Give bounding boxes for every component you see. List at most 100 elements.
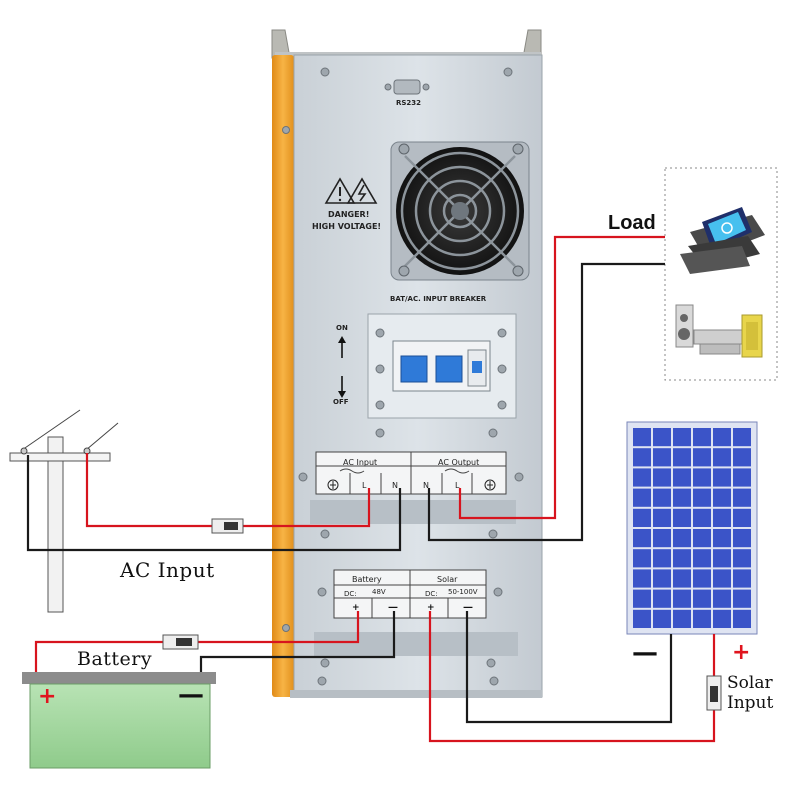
battery-unit: [22, 672, 216, 769]
solar-dc-label: DC:: [425, 590, 438, 598]
breaker-switch-ac[interactable]: [435, 355, 463, 383]
battery-label: Battery: [77, 648, 153, 670]
battery-terminal-negative: —: [388, 602, 398, 613]
solar-cell: [733, 569, 751, 588]
ac-input-neutral-wire: [26, 455, 402, 552]
solar-cell: [653, 508, 671, 527]
terminal-l-output: L: [455, 481, 460, 490]
danger-label: DANGER!: [328, 210, 370, 219]
solar-cell: [633, 468, 651, 487]
battery-positive-sign: +: [38, 684, 57, 709]
solar-cell: [693, 428, 711, 447]
solar-cell: [673, 589, 691, 608]
solar-cell: [633, 428, 651, 447]
breaker-title: BAT/AC. INPUT BREAKER: [390, 295, 487, 303]
terminal-n-output: N: [423, 481, 429, 490]
ac-input-label: AC Input: [120, 558, 215, 582]
ac-output-terminal-label: AC Output: [438, 458, 480, 467]
solar-cell: [673, 529, 691, 548]
solar-cell: [673, 549, 691, 568]
solar-cell: [633, 529, 651, 548]
terminal-n-input: N: [392, 481, 398, 490]
solar-cell: [673, 488, 691, 507]
solar-cell: [633, 488, 651, 507]
breaker-switch-battery[interactable]: [400, 355, 428, 383]
warning-triangle-icon: [324, 177, 356, 204]
solar-cell: [633, 448, 651, 467]
battery-positive-wire-2: [198, 611, 360, 644]
ac-input-live-wire-2: [243, 488, 371, 528]
computer-monitor-icon: [680, 207, 765, 274]
battery-dc-label: DC:: [344, 590, 357, 598]
solar-cell: [653, 468, 671, 487]
solar-cell: [693, 468, 711, 487]
ac-input-fuse[interactable]: [211, 518, 244, 534]
solar-cell: [693, 569, 711, 588]
dc-terminal-block: [314, 569, 518, 656]
high-voltage-label: HIGH VOLTAGE!: [312, 222, 382, 231]
battery-terminal-positive: +: [352, 603, 360, 613]
solar-cell: [733, 468, 751, 487]
solar-cell: [693, 448, 711, 467]
solar-terminal-positive: +: [427, 603, 435, 613]
battery-voltage: 48V: [372, 588, 386, 596]
solar-cell: [673, 468, 691, 487]
solar-cell: [633, 508, 651, 527]
solar-fuse[interactable]: [706, 675, 722, 711]
solar-voltage: 50-100V: [448, 588, 478, 596]
solar-input-label-line2: Input: [727, 693, 774, 713]
solar-cell: [673, 569, 691, 588]
load-devices: [664, 167, 778, 381]
input-breaker: [338, 313, 517, 438]
terminal-l-input: L: [362, 481, 367, 490]
solar-negative-wire: [465, 611, 673, 724]
solar-terminal-label: Solar: [437, 575, 458, 584]
solar-cell: [713, 488, 731, 507]
ac-input-terminal-label: AC Input: [343, 458, 378, 467]
solar-cell: [633, 569, 651, 588]
battery-positive-wire: [34, 640, 163, 672]
solar-cells: [633, 428, 751, 628]
solar-cell: [633, 609, 651, 628]
high-voltage-icon: [346, 177, 378, 204]
solar-cell: [693, 549, 711, 568]
cooling-fan: [390, 141, 530, 281]
solar-cell: [713, 448, 731, 467]
solar-cell: [693, 609, 711, 628]
wiring: [26, 235, 716, 743]
solar-cell: [733, 428, 751, 447]
solar-cell: [633, 549, 651, 568]
battery-terminal-label: Battery: [352, 575, 382, 584]
solar-cell: [693, 508, 711, 527]
rs232-port[interactable]: [393, 79, 421, 95]
ground-icon: [484, 479, 496, 491]
solar-cell: [713, 428, 731, 447]
panel-screws: [282, 67, 513, 686]
stereo-system-icon: [675, 304, 763, 358]
solar-cell: [653, 609, 671, 628]
load-neutral-wire: [427, 262, 665, 542]
load-box: [664, 167, 778, 381]
inverter-unit: [271, 29, 543, 698]
solar-cell: [693, 488, 711, 507]
solar-cell: [653, 569, 671, 588]
solar-positive-sign: +: [732, 640, 751, 665]
breaker-on-label: ON: [336, 324, 348, 332]
battery-negative-wire: [199, 611, 396, 672]
utility-pole: [9, 409, 119, 613]
solar-cell: [713, 468, 731, 487]
battery-fuse[interactable]: [162, 634, 199, 650]
solar-cell: [733, 488, 751, 507]
solar-cell: [733, 529, 751, 548]
solar-cell: [653, 529, 671, 548]
solar-negative-sign: —: [632, 638, 658, 668]
solar-cell: [713, 508, 731, 527]
solar-input-label-line1: Solar: [727, 673, 773, 693]
solar-cell: [653, 589, 671, 608]
solar-cell: [673, 609, 691, 628]
solar-cell: [713, 529, 731, 548]
solar-cell: [693, 529, 711, 548]
rs232-label: RS232: [396, 99, 422, 107]
ac-terminal-block: [298, 451, 524, 524]
